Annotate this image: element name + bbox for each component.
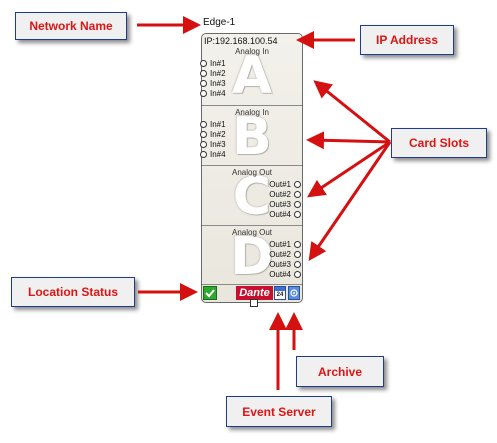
arrow-slot-c	[307, 140, 391, 198]
input-port[interactable]: In#4	[200, 150, 226, 160]
port-connector-icon[interactable]	[200, 80, 207, 87]
device-network-name: Edge-1	[203, 17, 236, 28]
port-connector-icon[interactable]	[294, 271, 301, 278]
slot-title: Analog Out	[231, 168, 273, 177]
port-connector-icon[interactable]	[294, 251, 301, 258]
callout-event-server: Event Server	[226, 396, 332, 427]
input-port[interactable]: In#2	[200, 69, 226, 79]
arrow-slot-b	[306, 131, 391, 150]
output-port[interactable]: Out#1	[269, 180, 301, 190]
input-port[interactable]: In#2	[200, 130, 226, 140]
callout-network-name: Network Name	[15, 12, 127, 40]
device-ip-address: IP:192.168.100.54	[204, 36, 278, 46]
callout-card-slots-label: Card Slots	[408, 136, 469, 150]
card-slot-b[interactable]: B Analog In In#1 In#2 In#3 In#4	[200, 105, 302, 167]
callout-location-status-label: Location Status	[27, 285, 118, 299]
checkmark-icon[interactable]	[203, 286, 217, 300]
slot-letter: C	[232, 167, 272, 227]
input-port[interactable]: In#1	[200, 59, 226, 69]
output-port[interactable]: Out#4	[269, 210, 301, 220]
output-port[interactable]: Out#4	[269, 270, 301, 280]
slot-letter: D	[230, 227, 274, 287]
port-connector-icon[interactable]	[294, 181, 301, 188]
callout-event-server-label: Event Server	[242, 404, 316, 419]
slot-title: Analog In	[235, 47, 269, 56]
port-connector-icon[interactable]	[200, 141, 207, 148]
device-block[interactable]: IP:192.168.100.54 A Analog In In#1 In#2 …	[200, 33, 303, 307]
slot-letter: B	[232, 107, 272, 167]
input-port[interactable]: In#4	[200, 89, 226, 99]
port-connector-icon[interactable]	[200, 151, 207, 158]
drag-handle[interactable]	[250, 299, 258, 307]
port-connector-icon[interactable]	[294, 241, 301, 248]
input-port[interactable]: In#1	[200, 120, 226, 130]
callout-location-status: Location Status	[11, 277, 135, 307]
callout-card-slots: Card Slots	[391, 128, 487, 158]
input-port[interactable]: In#3	[200, 140, 226, 150]
port-connector-icon[interactable]	[294, 191, 301, 198]
archive-icon[interactable]	[288, 286, 300, 300]
output-port[interactable]: Out#1	[269, 240, 301, 250]
slot-letter: A	[231, 46, 273, 106]
callout-ip-address: IP Address	[360, 25, 454, 55]
arrow-slot-a	[313, 80, 391, 144]
port-connector-icon[interactable]	[200, 121, 207, 128]
input-port[interactable]: In#3	[200, 79, 226, 89]
callout-archive: Archive	[296, 356, 384, 387]
slot-title: Analog In	[235, 108, 269, 117]
port-connector-icon[interactable]	[200, 60, 207, 67]
card-slot-a[interactable]: A Analog In In#1 In#2 In#3 In#4	[200, 45, 302, 106]
output-port[interactable]: Out#3	[269, 260, 301, 270]
output-port[interactable]: Out#2	[269, 250, 301, 260]
output-port[interactable]: Out#2	[269, 190, 301, 200]
arrow-slot-d	[308, 141, 392, 261]
output-port[interactable]: Out#3	[269, 200, 301, 210]
card-slot-d[interactable]: D Analog Out Out#1 Out#2 Out#3 Out#4	[202, 225, 302, 285]
card-slot-c[interactable]: C Analog Out Out#1 Out#2 Out#3 Out#4	[202, 165, 302, 225]
callout-ip-address-label: IP Address	[375, 33, 439, 47]
port-connector-icon[interactable]	[294, 211, 301, 218]
callout-network-name-label: Network Name	[29, 19, 113, 33]
port-connector-icon[interactable]	[200, 131, 207, 138]
device-status-bar: Dante 24	[202, 284, 302, 307]
port-connector-icon[interactable]	[200, 90, 207, 97]
port-connector-icon[interactable]	[294, 201, 301, 208]
callout-archive-label: Archive	[317, 364, 363, 379]
calendar-icon[interactable]: 24	[274, 286, 286, 300]
port-connector-icon[interactable]	[294, 261, 301, 268]
port-connector-icon[interactable]	[200, 70, 207, 77]
dante-logo: Dante	[236, 286, 273, 300]
slot-title: Analog Out	[231, 228, 273, 237]
